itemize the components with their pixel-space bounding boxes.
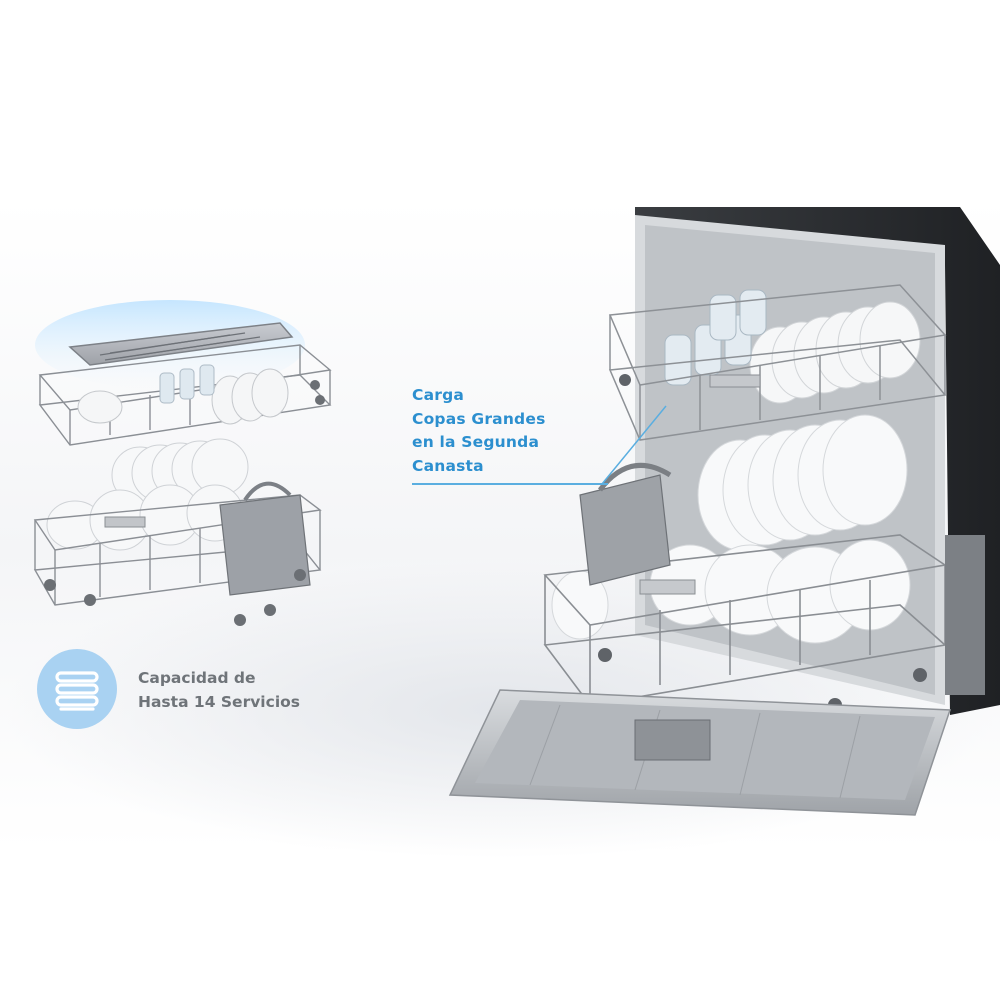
open-dishwasher-image [448,207,1000,816]
capacity-text: Capacidad de Hasta 14 Servicios [138,666,338,714]
capacity-line-1: Capacidad de [138,669,256,687]
callout-pointer [601,405,667,485]
callout-line-3: en la Segunda [412,433,540,451]
callout-line-2: Copas Grandes [412,409,546,428]
stacked-plates-icon [55,671,99,711]
capacity-icon-badge [37,649,117,729]
capacity-line-2: Hasta 14 Servicios [138,693,301,711]
callout-text: Carga Copas Grandes en la Segunda Canast… [412,384,602,478]
callout-line-4: Canasta [412,456,484,475]
dishwasher-racks-image [33,300,332,626]
callout-underline [412,483,608,485]
callout-line-1: Carga [412,386,465,404]
